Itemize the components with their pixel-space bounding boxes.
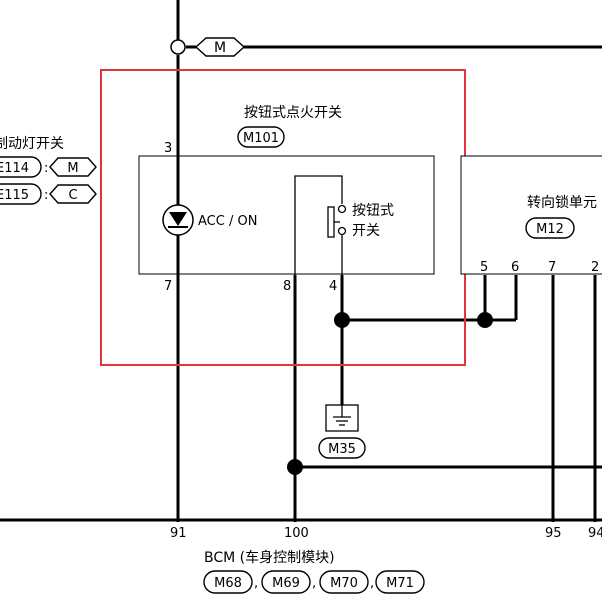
steering-lock-connector-label: M12	[536, 222, 564, 237]
brake-row1-colon: :	[44, 161, 48, 176]
bcm-connector-pill-2	[261, 570, 311, 594]
junction-lock	[477, 312, 493, 328]
lock-pin-2: 2	[591, 260, 599, 275]
ignition-pin-4: 4	[329, 279, 337, 294]
ignition-connector-label: M101	[243, 131, 279, 146]
junction-100	[287, 459, 303, 475]
splice-open-circle	[170, 39, 186, 55]
bcm-separator-3: ,	[370, 576, 374, 591]
bcm-connector-2: M69	[272, 576, 300, 591]
lock-pin-6: 6	[511, 260, 519, 275]
acc-diode-icon	[162, 204, 194, 236]
bcm-pin-91: 91	[170, 526, 187, 541]
bcm-separator-2: ,	[312, 576, 316, 591]
brake-row1-connector-label: E114	[0, 161, 29, 176]
brake-row1-pin-tag	[49, 157, 97, 177]
bcm-connector-pill-3	[319, 570, 369, 594]
ignition-pin-7: 7	[164, 279, 172, 294]
wires	[0, 0, 602, 522]
ignition-title: 按钮式点火开关	[244, 105, 342, 121]
bcm-connector-pill-1	[203, 570, 253, 594]
push-button-switch-icon	[294, 175, 347, 275]
brake-row2-connector-label: E115	[0, 188, 29, 203]
steering-lock-body	[460, 155, 602, 275]
bcm-connector-pill-4	[375, 570, 425, 594]
switch-label-line1: 按钮式	[352, 203, 394, 219]
bcm-pin-95: 95	[545, 526, 562, 541]
brake-row2-connector-pill	[0, 183, 42, 205]
bcm-connector-1: M68	[214, 576, 242, 591]
lock-pin-7: 7	[548, 260, 556, 275]
brake-row2-pin-label: C	[68, 188, 77, 203]
bcm-separator-1: ,	[254, 576, 258, 591]
brake-row1-pin-label: M	[67, 161, 78, 176]
bcm-title: BCM (车身控制模块)	[204, 549, 335, 566]
acc-on-label: ACC / ON	[198, 214, 257, 229]
junction-pin4	[334, 312, 350, 328]
brake-row2-pin-tag	[49, 184, 97, 204]
ground-icon	[325, 404, 359, 432]
bcm-pin-100: 100	[284, 526, 309, 541]
ignition-pin-8: 8	[283, 279, 291, 294]
brake-switch-title: 制动灯开关	[0, 136, 64, 152]
ground-connector-pill	[318, 437, 366, 459]
ground-connector-label: M35	[328, 442, 356, 457]
bcm-connector-4: M71	[386, 576, 414, 591]
steering-lock-title: 转向锁单元	[527, 195, 597, 211]
brake-row1-connector-pill	[0, 156, 42, 178]
steering-lock-connector-pill	[525, 217, 575, 239]
bcm-pin-94: 94	[588, 526, 602, 541]
bcm-connector-3: M70	[330, 576, 358, 591]
top-connector-tag	[194, 37, 246, 57]
lock-pin-5: 5	[480, 260, 488, 275]
top-connector-label: M	[214, 40, 226, 56]
ignition-pin-3: 3	[164, 141, 172, 156]
ignition-connector-pill	[237, 126, 285, 148]
switch-label-line2: 开关	[352, 223, 380, 239]
brake-row2-colon: :	[44, 188, 48, 203]
